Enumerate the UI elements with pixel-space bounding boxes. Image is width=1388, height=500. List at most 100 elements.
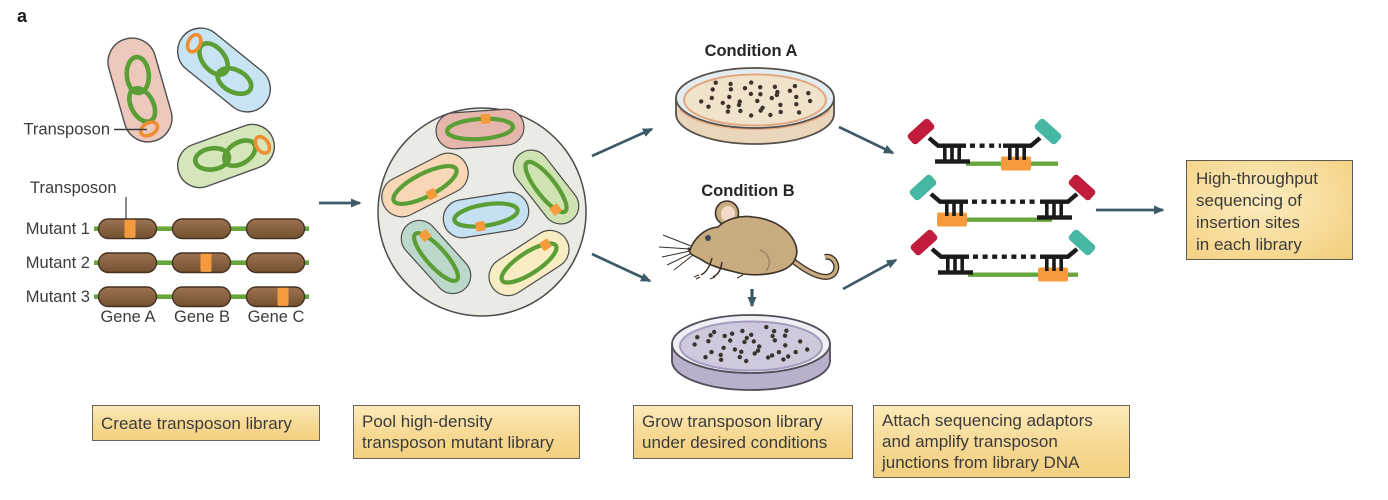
primer-bottom-bar	[1037, 215, 1072, 220]
condition-a-label: Condition A	[705, 42, 798, 60]
primer-ladder	[1040, 199, 1068, 216]
colonies-a	[699, 80, 813, 118]
step-line: Attach sequencing adaptors	[882, 411, 1093, 430]
arrow-pool-to-condition-a	[591, 127, 654, 158]
gene-c	[245, 218, 306, 240]
gene-a	[97, 252, 158, 274]
adaptor-stem	[929, 192, 943, 205]
mouse-front-leg-2	[712, 261, 723, 278]
result-line: insertion sites	[1196, 213, 1300, 232]
step-line: Pool high-density	[362, 412, 493, 431]
pooled-mutant-green	[512, 149, 580, 225]
adaptor-teal	[909, 174, 937, 201]
transposon-loop	[138, 120, 160, 138]
condition-a-group: Condition A	[675, 42, 835, 145]
adaptor-stem	[1065, 247, 1079, 260]
primer-bottom-bar	[938, 270, 973, 275]
transposon-junction	[937, 212, 967, 227]
mutant-label: Mutant 3	[26, 288, 90, 306]
mouse-body	[688, 215, 798, 276]
mouse-paws	[693, 274, 744, 280]
mutant-row-3: Mutant 3	[26, 286, 309, 308]
dna-constructs-group	[907, 118, 1096, 282]
adaptor-red	[1068, 174, 1096, 201]
flow-arrows	[319, 125, 1165, 308]
arrow-mouse-to-dna	[842, 258, 898, 291]
mouse-front-leg	[700, 257, 713, 276]
result-line: sequencing of	[1196, 191, 1302, 210]
dna-construct-1	[907, 118, 1062, 171]
transposon-loop	[253, 134, 272, 155]
adaptor-teal	[1068, 229, 1096, 256]
transposon-insert	[200, 253, 212, 272]
pooled-mutant-peach	[381, 152, 469, 218]
pooled-mutant-pink	[435, 108, 525, 150]
gene-b	[171, 286, 232, 308]
bacterium-blue	[176, 27, 272, 113]
mouse-nose	[687, 247, 691, 251]
mutant-label: Mutant 1	[26, 220, 90, 238]
step-line: and amplify transposon	[882, 432, 1058, 451]
adaptor-red	[910, 229, 938, 256]
pooled-mutant-blue	[442, 191, 530, 239]
gene-a-label: Gene A	[100, 308, 155, 326]
mouse-haunch	[759, 249, 771, 272]
step-box-adaptors: Attach sequencing adaptors and amplify t…	[873, 405, 1130, 478]
primer-ladder	[938, 143, 966, 160]
result-line: High-throughput	[1196, 169, 1318, 188]
transposon-insert	[124, 219, 136, 238]
primer-ladder	[941, 254, 969, 271]
gene-a	[97, 286, 158, 308]
arrow-dish-a-to-dna	[838, 125, 895, 155]
gene-b	[171, 218, 232, 240]
step-line: Create transposon library	[101, 413, 292, 433]
colonies-b	[692, 324, 810, 364]
mutant-row-1: Mutant 1	[26, 218, 309, 240]
bacterium-green	[176, 123, 276, 189]
mouse	[658, 200, 840, 280]
step-line: transposon mutant library	[362, 433, 554, 452]
result-box: High-throughput sequencing of insertion …	[1186, 160, 1353, 260]
panel-label: a	[17, 6, 28, 26]
step-line: Grow transposon library	[642, 412, 823, 431]
transposon-cells-label: Transposon	[23, 121, 110, 139]
pooled-mutant-teal	[400, 219, 472, 295]
dish-a-agar	[683, 73, 827, 127]
step-box-grow: Grow transposon library under desired co…	[633, 405, 853, 459]
mutant-genomes-group: Transposon Mutant 1 Mutant 2	[26, 179, 309, 326]
condition-b-group: Condition B	[658, 182, 840, 391]
mouse-eye	[705, 235, 711, 241]
transposon-loop	[185, 32, 203, 54]
step-line: under desired conditions	[642, 433, 828, 452]
gene-b-label: Gene B	[174, 308, 230, 326]
gene-c	[245, 252, 306, 274]
gene-c-label: Gene C	[248, 308, 305, 326]
mutant-label: Mutant 2	[26, 254, 90, 272]
plasmid-dna	[197, 41, 254, 97]
transposon-genome-label: Transposon	[30, 179, 117, 197]
mouse-ear-inner	[721, 206, 735, 222]
adaptor-stem	[927, 136, 941, 149]
pooled-mutant-yellow	[488, 229, 570, 297]
step-box-pool: Pool high-density transposon mutant libr…	[353, 405, 580, 459]
dish-b-agar	[679, 320, 823, 372]
pool-circle-group	[377, 107, 587, 317]
dish-a-rim-line	[679, 109, 831, 130]
transposon-junction	[1001, 156, 1031, 171]
adaptor-stem	[930, 247, 944, 260]
step-line: junctions from library DNA	[882, 453, 1080, 472]
arrow-pool-to-condition-b	[591, 252, 652, 283]
adaptor-red	[907, 118, 935, 145]
adaptor-teal	[1034, 118, 1062, 145]
mutant-row-2: Mutant 2	[26, 252, 309, 274]
adaptor-stem	[1065, 192, 1079, 205]
dna-construct-2	[909, 174, 1096, 227]
transposon-insert	[277, 287, 289, 306]
mouse-whiskers	[658, 234, 694, 271]
gene-c	[245, 286, 306, 308]
mouse-tail	[790, 255, 838, 279]
adaptor-stem	[1028, 136, 1042, 149]
dna-construct-3	[910, 229, 1096, 282]
